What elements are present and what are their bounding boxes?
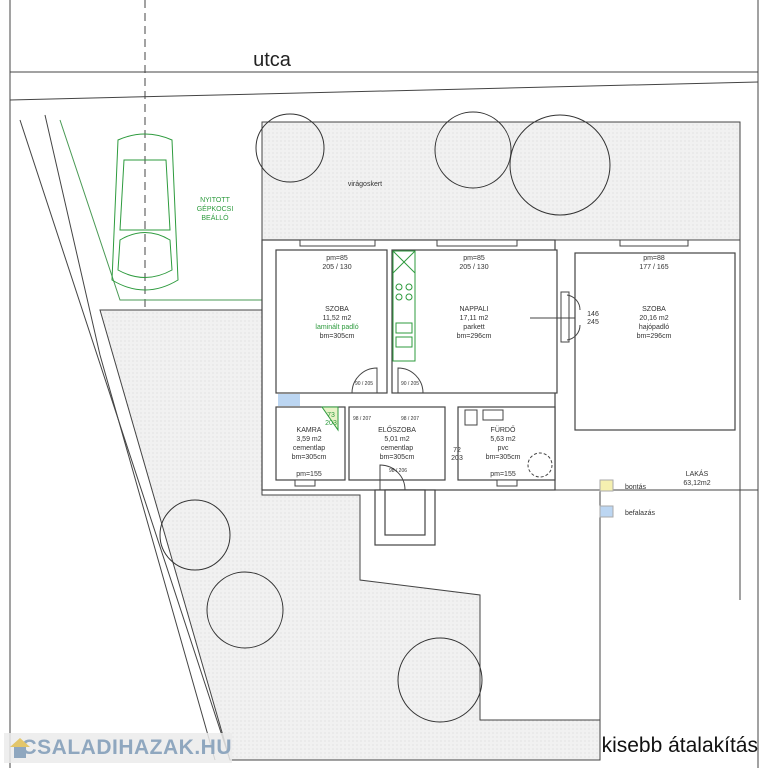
door-dim: 98 / 207 — [353, 416, 371, 422]
room-name: KAMRA — [297, 427, 322, 434]
room-height: bm=296cm — [457, 333, 492, 340]
room-floor: pvc — [498, 445, 509, 452]
legend-label: bontás — [625, 484, 647, 491]
room-area: 20,16 m2 — [639, 315, 668, 322]
legend-label: befalazás — [625, 510, 655, 517]
window-pm: pm=155 — [296, 471, 322, 478]
legend-swatch-befalazas — [599, 505, 614, 518]
watermark-text: CSALADIHAZAK.HU — [21, 736, 232, 759]
watermark: CSALADIHAZAK.HU — [4, 733, 232, 763]
door-dim: 146 — [587, 311, 599, 318]
room-height: bm=305cm — [486, 454, 521, 461]
street-edge — [9, 81, 759, 101]
room-height: bm=305cm — [292, 454, 327, 461]
door-dim: 98 / 207 — [401, 416, 419, 422]
legend-swatch-bontas — [599, 479, 614, 492]
door-dim: 98 / 206 — [389, 468, 407, 474]
door-dim: 203 — [325, 420, 337, 427]
plan-title: kisebb átalakítás — [602, 734, 758, 757]
room-nappali — [391, 249, 558, 394]
kamra-door-demolition — [321, 406, 339, 432]
room-area: 5,63 m2 — [490, 436, 515, 443]
room-name: SZOBA — [325, 306, 349, 313]
room-name: NAPPALI — [459, 306, 488, 313]
garden-label: virágoskert — [348, 181, 382, 188]
kitchen-counter — [392, 250, 416, 362]
room-floor: hajópadló — [639, 324, 669, 331]
room-area: 17,11 m2 — [460, 315, 489, 322]
room-height: bm=296cm — [637, 333, 672, 340]
parking-label: GÉPKOCSI — [197, 204, 234, 213]
door-dim: 90 / 205 — [401, 381, 419, 387]
door-dim: 245 — [587, 319, 599, 326]
door-dim: 73 — [327, 412, 335, 419]
street-label: utca — [253, 49, 292, 71]
room-name: ELŐSZOBA — [378, 425, 416, 434]
window-dims: 177 / 165 — [639, 264, 668, 271]
window-dims: 205 / 130 — [459, 264, 488, 271]
room-height: bm=305cm — [380, 454, 415, 461]
door-swings — [351, 294, 581, 491]
room-area: 11,52 m2 — [323, 315, 352, 322]
room-area: 5,01 m2 — [384, 436, 409, 443]
window-pm: pm=85 — [463, 255, 485, 262]
room-floor: cementlap — [381, 445, 413, 452]
room-height: bm=305cm — [320, 333, 355, 340]
room-furdo — [457, 406, 556, 481]
windows — [294, 239, 689, 487]
infill-wall — [278, 394, 300, 406]
window-pm: pm=88 — [643, 255, 665, 262]
room-floor: parkett — [463, 324, 484, 331]
room-name: FÜRDŐ — [491, 425, 516, 434]
window-pm: pm=155 — [490, 471, 516, 478]
parking-label: BEÁLLÓ — [201, 213, 229, 222]
window-dims: 205 / 130 — [322, 264, 351, 271]
room-area: 3,59 m2 — [296, 436, 321, 443]
door-dim: 72 — [453, 447, 461, 454]
parking-label: NYITOTT — [200, 197, 231, 204]
summary-label: LAKÁS — [686, 469, 709, 478]
door-dim: 90 / 205 — [355, 381, 373, 387]
door-dim: 203 — [451, 455, 463, 462]
flower-garden — [261, 121, 741, 241]
room-floor: laminált padló — [315, 324, 358, 331]
window-pm: pm=85 — [326, 255, 348, 262]
room-floor: cementlap — [293, 445, 325, 452]
car-icon — [111, 133, 179, 291]
trees — [159, 111, 611, 723]
room-name: SZOBA — [642, 306, 666, 313]
summary-area: 63,12m2 — [683, 480, 710, 487]
house-logo-icon — [10, 738, 29, 758]
room-szoba-2 — [574, 252, 736, 431]
room-eloszoba — [348, 406, 446, 481]
